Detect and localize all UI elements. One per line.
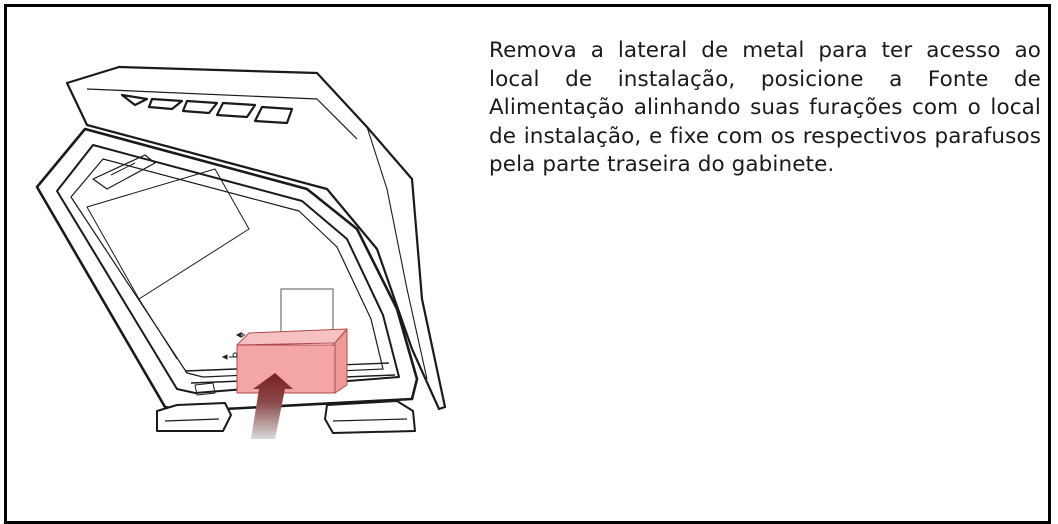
- instruction-panel: Remova a lateral de metal para ter acess…: [4, 4, 1051, 524]
- case-top-lid: [65, 65, 447, 411]
- power-supply-box: [236, 328, 348, 394]
- screws: [221, 332, 245, 360]
- insert-arrow-icon: [251, 373, 293, 439]
- instruction-text: Remova a lateral de metal para ter acess…: [489, 38, 1041, 177]
- case-feet: [156, 400, 416, 434]
- psu-installation-illustration: [35, 65, 447, 439]
